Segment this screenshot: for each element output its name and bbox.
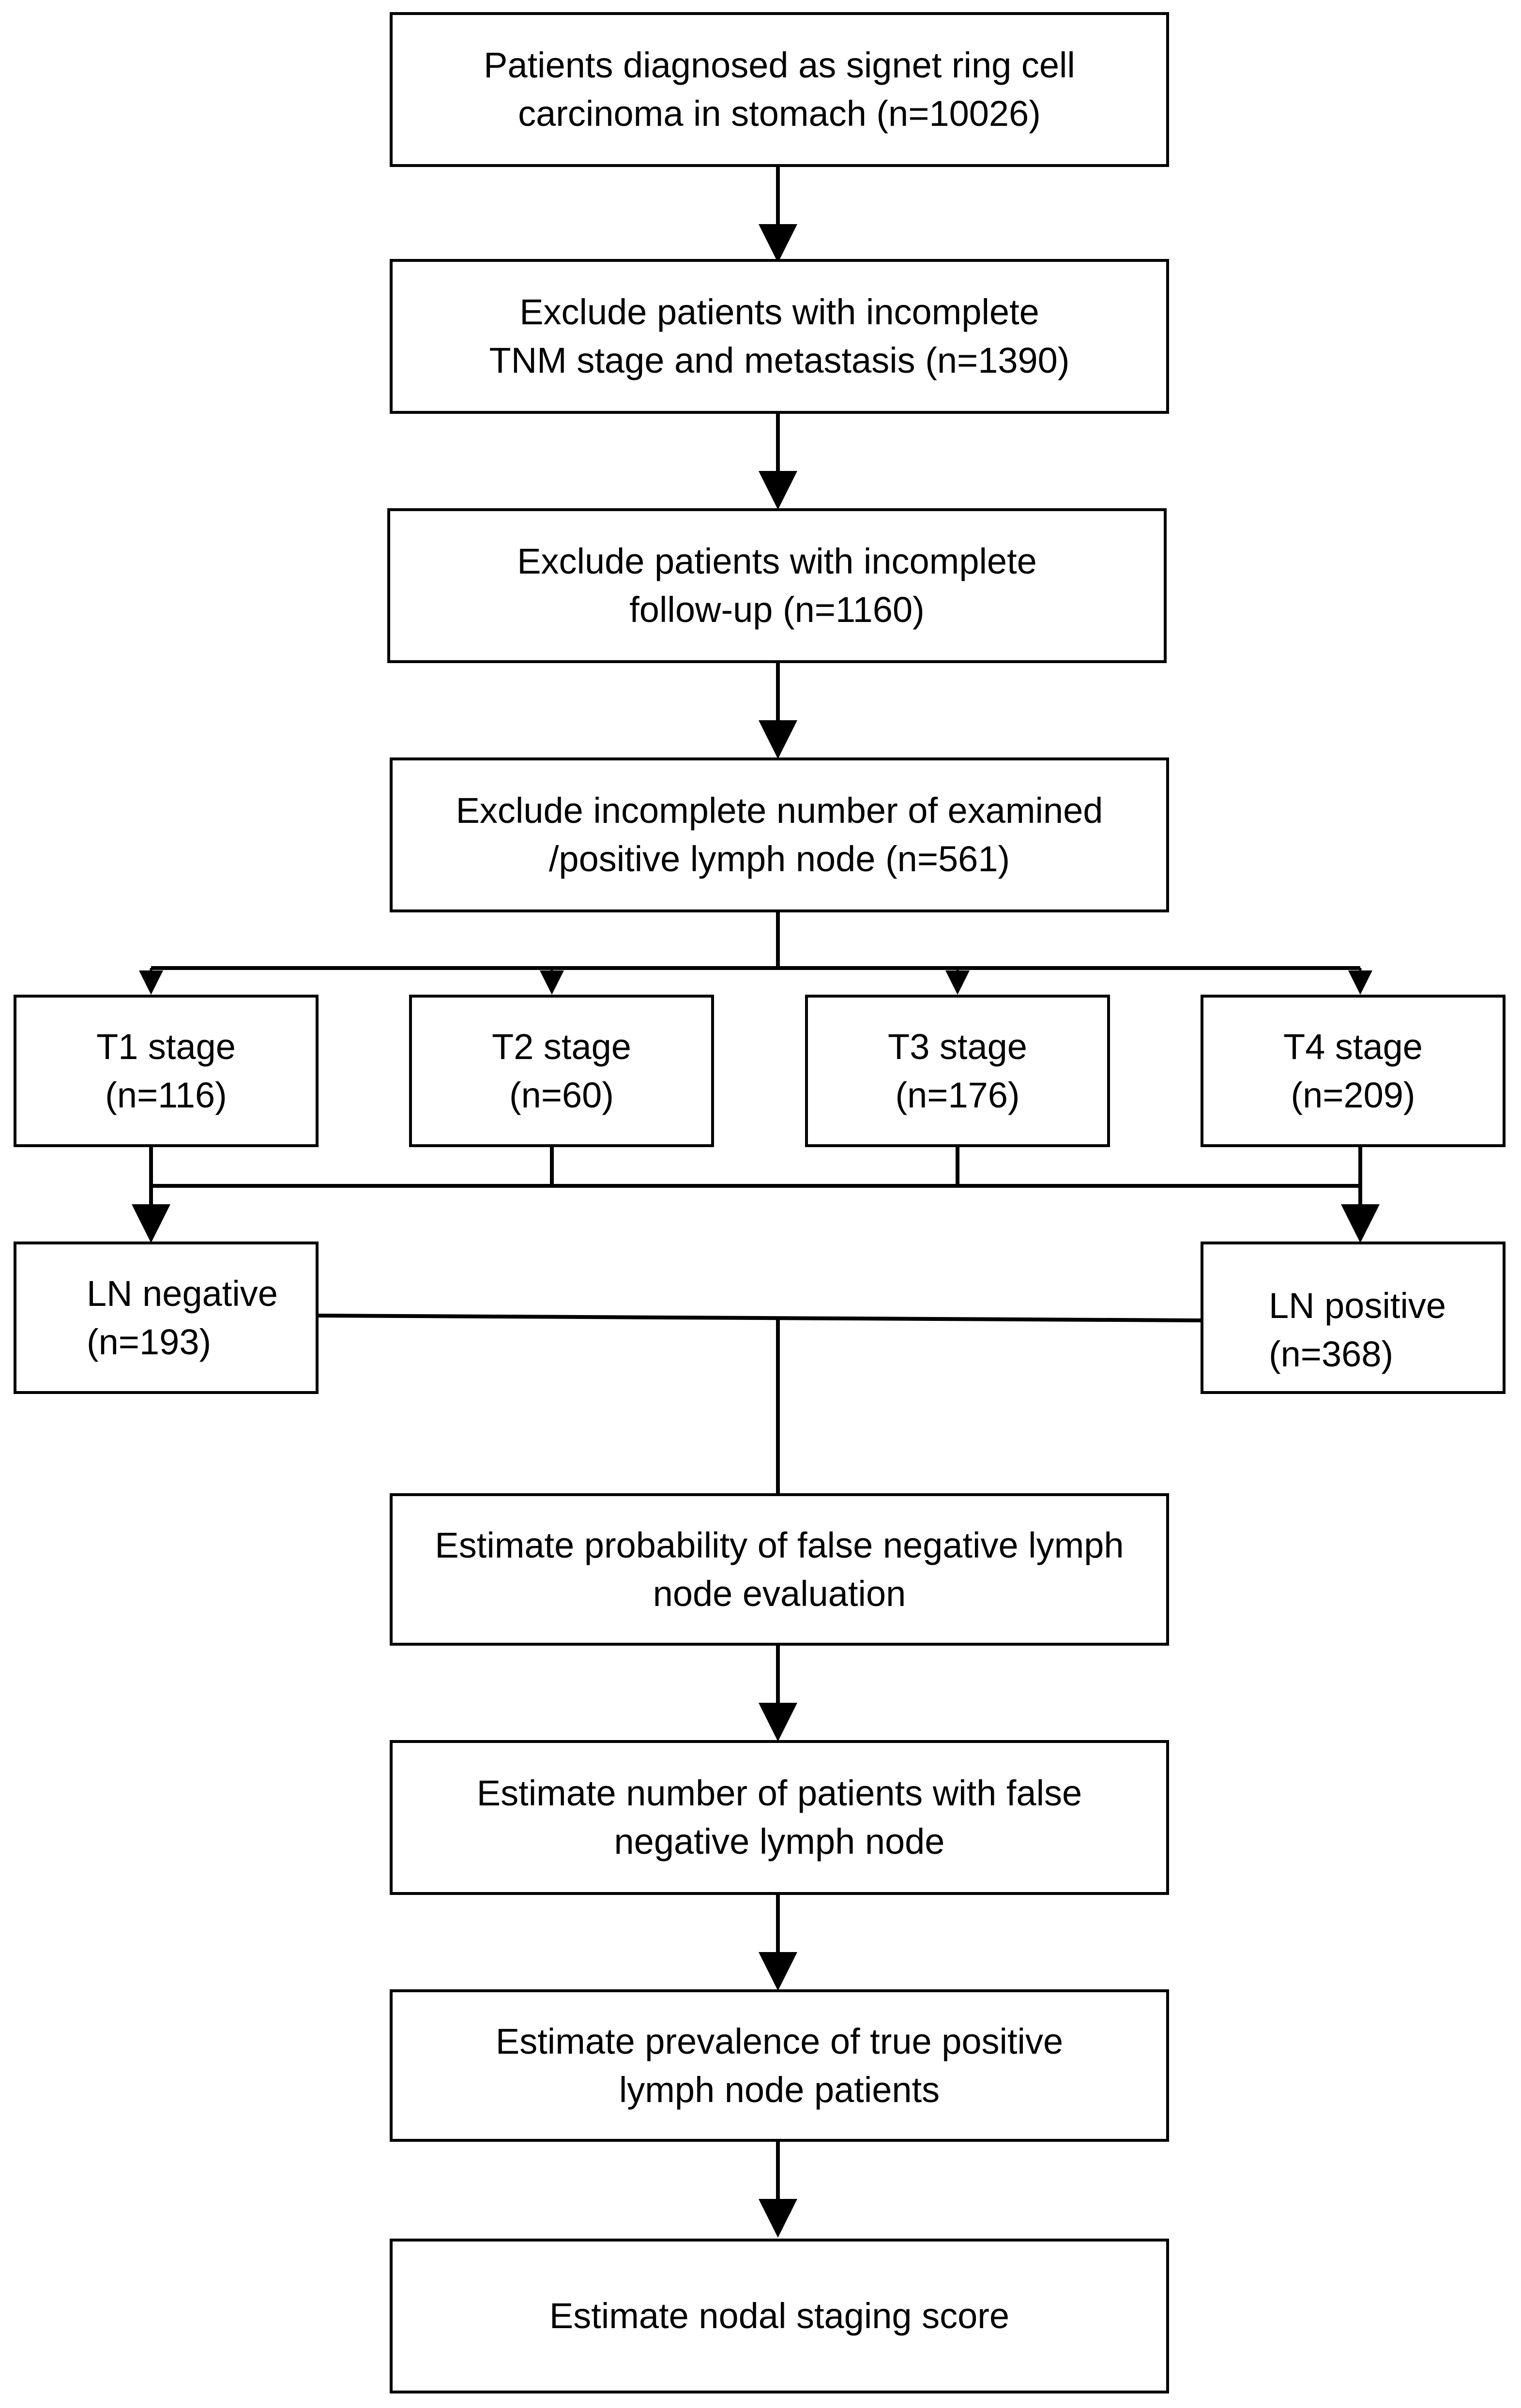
ln-positive-label: LN positive — [1269, 1285, 1446, 1326]
step-4-line-1: Exclude incomplete number of examined — [456, 790, 1103, 831]
estimate-box-4: Estimate nodal staging score — [390, 2239, 1169, 2393]
stage-box-t2: T2 stage (n=60) — [409, 995, 714, 1147]
estimate-2-line-2: negative lymph node — [614, 1821, 945, 1862]
ln-positive-box: LN positive (n=368) — [1201, 1242, 1506, 1394]
step-1-line-2: carcinoma in stomach (n=10026) — [518, 93, 1041, 134]
step-2-line-1: Exclude patients with incomplete — [519, 292, 1039, 332]
step-box-2: Exclude patients with incomplete TNM sta… — [390, 259, 1169, 414]
estimate-3-line-1: Estimate prevalence of true positive — [495, 2021, 1064, 2061]
ln-negative-box: LN negative (n=193) — [14, 1242, 319, 1394]
ln-negative-label: LN negative — [87, 1273, 278, 1314]
step-box-1: Patients diagnosed as signet ring cell c… — [390, 12, 1169, 167]
step-1-line-1: Patients diagnosed as signet ring cell — [484, 45, 1075, 85]
step-4-line-2: /positive lymph node (n=561) — [548, 839, 1010, 879]
stage-t1-count: (n=116) — [105, 1075, 227, 1115]
step-3-line-1: Exclude patients with incomplete — [517, 541, 1037, 581]
stage-t2-count: (n=60) — [509, 1075, 614, 1115]
stage-t4-label: T4 stage — [1283, 1026, 1423, 1067]
estimate-4-line-1: Estimate nodal staging score — [549, 2296, 1010, 2336]
ln-positive-count: (n=368) — [1269, 1333, 1394, 1374]
stage-box-t3: T3 stage (n=176) — [805, 995, 1110, 1147]
stage-t4-count: (n=209) — [1291, 1075, 1415, 1115]
stage-t1-label: T1 stage — [96, 1026, 236, 1067]
estimate-box-2: Estimate number of patients with false n… — [390, 1740, 1169, 1895]
step-box-4: Exclude incomplete number of examined /p… — [390, 757, 1169, 912]
stage-t2-label: T2 stage — [492, 1026, 631, 1067]
stage-box-t1: T1 stage (n=116) — [14, 995, 319, 1147]
estimate-1-line-2: node evaluation — [653, 1573, 906, 1614]
estimate-box-1: Estimate probability of false negative l… — [390, 1493, 1169, 1646]
estimate-box-3: Estimate prevalence of true positive lym… — [390, 1989, 1169, 2142]
estimate-1-line-1: Estimate probability of false negative l… — [435, 1525, 1124, 1565]
step-2-line-2: TNM stage and metastasis (n=1390) — [489, 340, 1070, 380]
estimate-3-line-2: lymph node patients — [619, 2069, 940, 2110]
step-box-3: Exclude patients with incomplete follow-… — [387, 508, 1167, 663]
stage-t3-label: T3 stage — [888, 1026, 1027, 1067]
ln-join-bar — [317, 1314, 1201, 1322]
step-3-line-2: follow-up (n=1160) — [629, 590, 925, 630]
ln-negative-count: (n=193) — [87, 1321, 212, 1362]
estimate-2-line-1: Estimate number of patients with false — [476, 1773, 1082, 1813]
stage-box-t4: T4 stage (n=209) — [1201, 995, 1506, 1147]
stage-t3-count: (n=176) — [895, 1075, 1020, 1115]
